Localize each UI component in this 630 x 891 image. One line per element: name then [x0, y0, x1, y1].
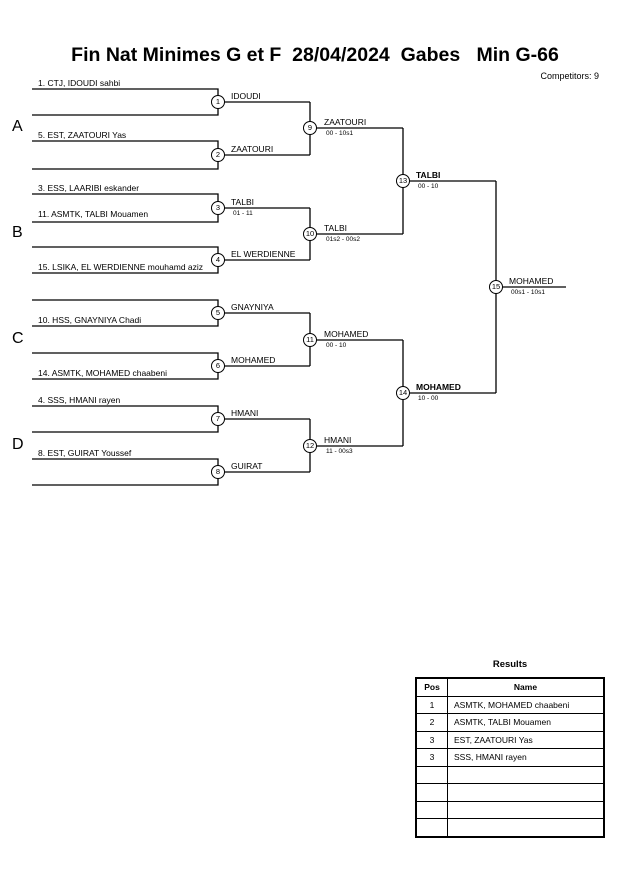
match-winner: MOHAMED: [416, 382, 461, 392]
match-winner: ZAATOURI: [324, 117, 367, 127]
results-header-row: Pos Name: [415, 677, 605, 697]
page-title: Fin Nat Minimes G et F 28/04/2024 Gabes …: [71, 44, 559, 66]
match-number-badge: 4: [211, 253, 225, 267]
match-number-badge: 1: [211, 95, 225, 109]
result-name: ASMTK, TALBI Mouamen: [447, 713, 605, 732]
table-row-empty: [415, 783, 605, 802]
match-winner: MOHAMED: [231, 355, 276, 365]
entrant: 10. HSS, GNAYNIYA Chadi: [38, 315, 142, 325]
match-score: 11 - 00s3: [326, 448, 353, 455]
match-score: 00s1 - 10s1: [511, 289, 545, 296]
match-score: 10 - 00: [418, 395, 439, 402]
entrant: 3. ESS, LAARIBI eskander: [38, 183, 140, 193]
match-winner: MOHAMED: [324, 329, 369, 339]
entrant: 15. LSIKA, EL WERDIENNE mouhamd aziz: [38, 262, 204, 272]
match-winner: GUIRAT: [231, 461, 263, 471]
entrant: 8. EST, GUIRAT Youssef: [38, 448, 132, 458]
entrant: 4. SSS, HMANI rayen: [38, 395, 121, 405]
result-pos: 2: [415, 713, 448, 732]
match-number-badge: 13: [396, 174, 410, 188]
match-number-badge: 7: [211, 412, 225, 426]
table-row-empty: [415, 818, 605, 837]
result-name: SSS, HMANI rayen: [447, 748, 605, 767]
match-winner: TALBI: [416, 170, 441, 180]
match-winner: HMANI: [324, 435, 352, 445]
match-number-badge: 5: [211, 306, 225, 320]
entrant: 14. ASMTK, MOHAMED chaabeni: [38, 368, 167, 378]
result-name: EST, ZAATOURI Yas: [447, 730, 605, 749]
entrant: 1. CTJ, IDOUDI sahbi: [38, 78, 121, 88]
results-header-name: Name: [447, 677, 605, 697]
pool-label-b: B: [12, 224, 23, 241]
match-number-badge: 2: [211, 148, 225, 162]
competitors-count: Competitors: 9: [540, 71, 599, 81]
result-pos: 1: [415, 695, 448, 714]
results-title: Results: [492, 659, 528, 670]
result-name: ASMTK, MOHAMED chaabeni: [447, 695, 605, 714]
match-score: 01s2 - 00s2: [326, 236, 360, 243]
match-winner: TALBI: [324, 223, 347, 233]
entrant: 11. ASMTK, TALBI Mouamen: [38, 209, 149, 219]
match-number-badge: 6: [211, 359, 225, 373]
match-number-badge: 3: [211, 201, 225, 215]
match-number-badge: 10: [303, 227, 317, 241]
table-row-empty: [415, 800, 605, 819]
match-number-badge: 11: [303, 333, 317, 347]
match-number-badge: 14: [396, 386, 410, 400]
match-score: 00 - 10s1: [326, 130, 354, 137]
match-winner: GNAYNIYA: [231, 302, 274, 312]
match-number-badge: 9: [303, 121, 317, 135]
entrant: 5. EST, ZAATOURI Yas: [38, 130, 127, 140]
match-number-badge: 8: [211, 465, 225, 479]
results-header-pos: Pos: [415, 677, 448, 697]
pool-label-a: A: [12, 118, 23, 135]
match-score: 00 - 10: [326, 342, 347, 349]
match-number-badge: 12: [303, 439, 317, 453]
match-winner: EL WERDIENNE: [231, 249, 296, 259]
final-winner: MOHAMED: [509, 276, 554, 286]
result-pos: 3: [415, 748, 448, 767]
match-number-badge: 15: [489, 280, 503, 294]
table-row-empty: [415, 765, 605, 784]
pool-label-d: D: [12, 436, 24, 453]
match-winner: TALBI: [231, 197, 254, 207]
match-winner: ZAATOURI: [231, 144, 274, 154]
match-winner: IDOUDI: [231, 91, 261, 101]
match-winner: HMANI: [231, 408, 259, 418]
pool-label-c: C: [12, 330, 24, 347]
match-score: 00 - 10: [418, 183, 439, 190]
match-score: 01 - 11: [233, 210, 253, 217]
result-pos: 3: [415, 730, 448, 749]
